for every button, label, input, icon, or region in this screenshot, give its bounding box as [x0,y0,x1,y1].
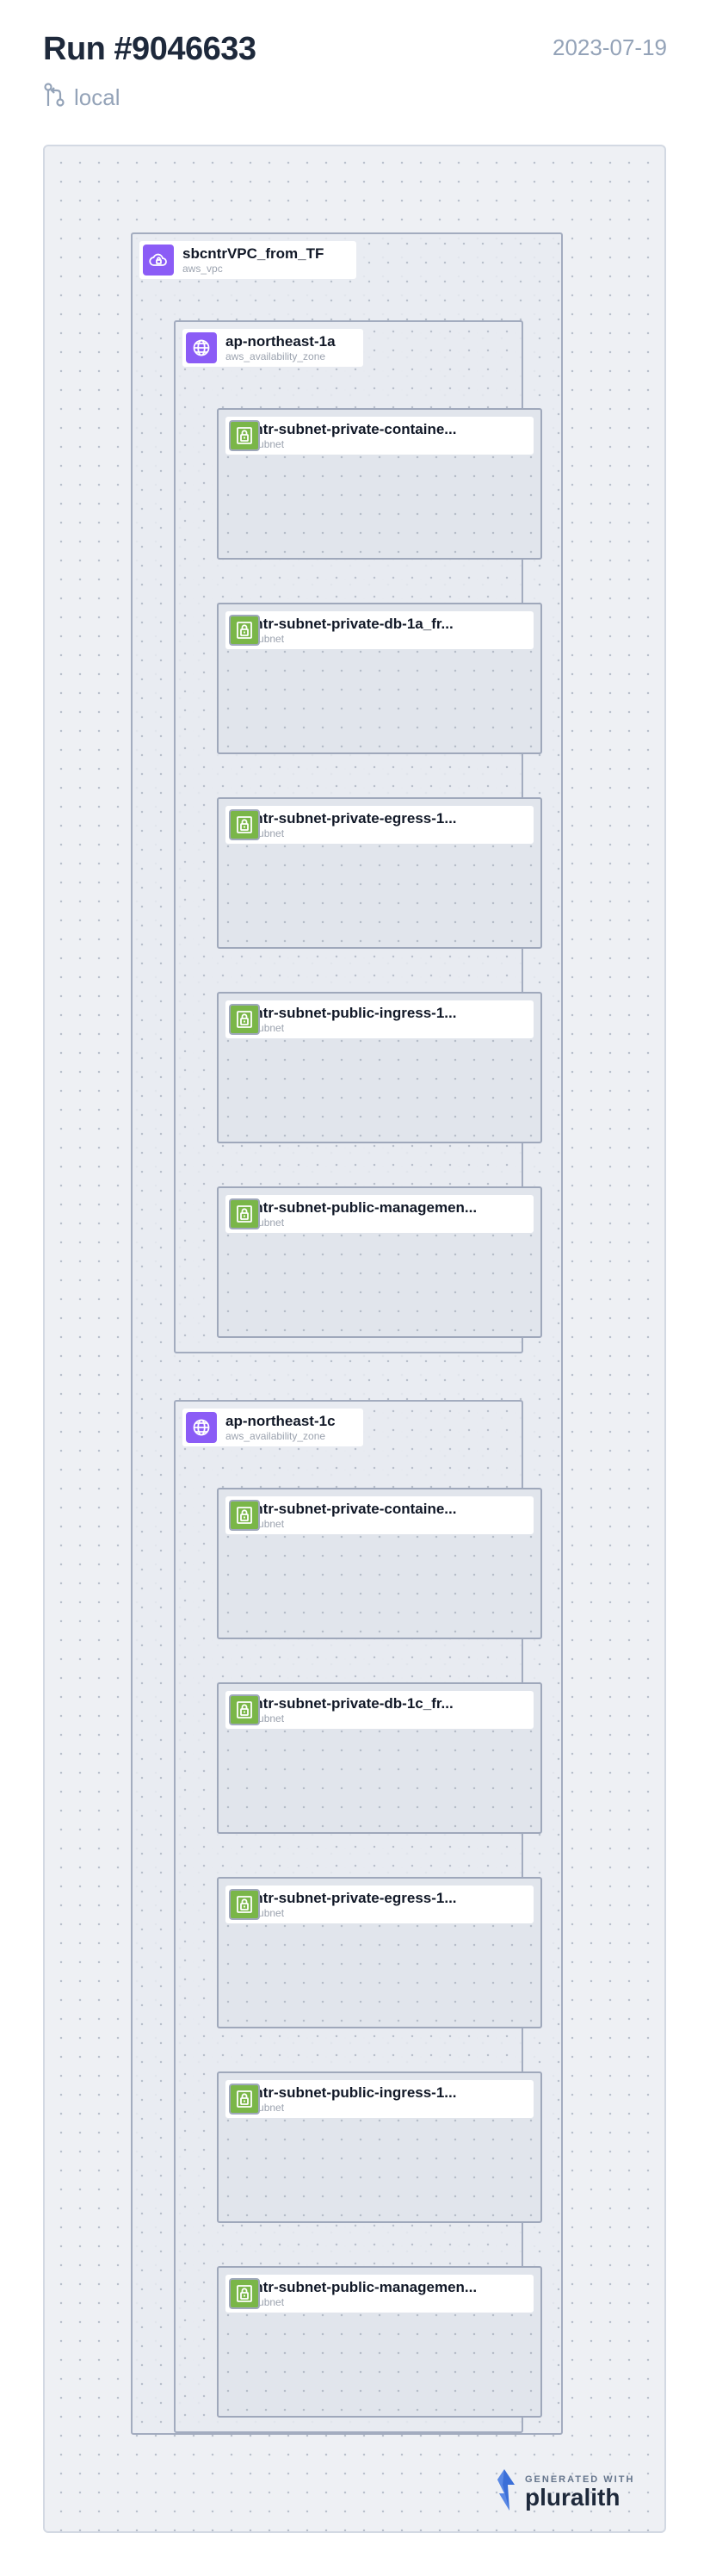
zone-type: aws_availability_zone [225,1430,326,1442]
run-date: 2023-07-19 [553,34,667,60]
subnet-label[interactable]: sbcntr-subnet-public-ingress-1...aws_sub… [225,1000,534,1038]
subnet-group[interactable]: sbcntr-subnet-public-ingress-1...aws_sub… [217,992,542,1143]
lock-icon [229,809,260,840]
subnet-label[interactable]: sbcntr-subnet-private-containe...aws_sub… [225,417,534,455]
subnet-type: aws_subnet [229,827,457,839]
subnet-type: aws_subnet [229,2102,456,2114]
subnet-type: aws_subnet [229,2296,477,2308]
diagram-canvas[interactable]: sbcntrVPC_from_TF aws_vpc ap-northeast-1… [43,145,666,2533]
lock-icon [229,1889,260,1920]
subnet-label[interactable]: sbcntr-subnet-private-db-1a_fr...aws_sub… [225,611,534,649]
git-branch-icon [43,83,65,113]
subnet-group[interactable]: sbcntr-subnet-private-db-1c_fr...aws_sub… [217,1682,542,1834]
zone-name: ap-northeast-1c [225,1413,336,1429]
subnet-group[interactable]: sbcntr-subnet-private-db-1a_fr...aws_sub… [217,603,542,754]
subnet-name: sbcntr-subnet-public-managemen... [229,2279,478,2295]
vpc-group[interactable]: sbcntrVPC_from_TF aws_vpc ap-northeast-1… [131,232,563,2435]
subnet-group[interactable]: sbcntr-subnet-private-egress-1...aws_sub… [217,1877,542,2028]
subnet-type: aws_subnet [229,1907,457,1919]
subnet-name: sbcntr-subnet-private-db-1a_fr... [229,616,454,632]
subnet-type: aws_subnet [229,1518,456,1530]
subnet-type: aws_subnet [229,633,454,645]
subnet-group[interactable]: sbcntr-subnet-private-containe...aws_sub… [217,1488,542,1639]
subnet-group[interactable]: sbcntr-subnet-private-egress-1...aws_sub… [217,797,542,949]
subnet-name: sbcntr-subnet-private-db-1c_fr... [229,1695,454,1712]
subnet-label[interactable]: sbcntr-subnet-private-egress-1...aws_sub… [225,806,534,844]
subnet-type: aws_subnet [229,438,456,450]
subnet-name: sbcntr-subnet-private-egress-1... [229,1890,457,1906]
subnet-name: sbcntr-subnet-public-ingress-1... [229,1005,457,1021]
vpc-name: sbcntrVPC_from_TF [182,245,324,262]
subnet-label[interactable]: sbcntr-subnet-private-egress-1...aws_sub… [225,1886,534,1923]
globe-icon [186,332,217,363]
globe-icon [186,1412,217,1443]
page-title: Run #9046633 [43,31,256,67]
lock-icon [229,2084,260,2115]
subnet-label[interactable]: sbcntr-subnet-private-containe...aws_sub… [225,1496,534,1534]
subnet-label[interactable]: sbcntr-subnet-public-managemen...aws_sub… [225,1195,534,1233]
pluralith-branding: GENERATED WITH pluralith [492,2468,634,2517]
lock-icon [229,1004,260,1035]
subnet-type: aws_subnet [229,1217,477,1229]
brand-name: pluralith [525,2483,620,2511]
subnet-group[interactable]: sbcntr-subnet-public-ingress-1...aws_sub… [217,2071,542,2223]
branch-indicator: local [43,83,120,113]
subnet-label[interactable]: sbcntr-subnet-private-db-1c_fr...aws_sub… [225,1691,534,1729]
subnet-label[interactable]: sbcntr-subnet-public-managemen...aws_sub… [225,2275,534,2313]
subnet-label[interactable]: sbcntr-subnet-public-ingress-1...aws_sub… [225,2080,534,2118]
subnet-type: aws_subnet [229,1712,454,1725]
lock-icon [229,1500,260,1531]
lock-icon [229,420,260,451]
branch-name: local [74,84,120,110]
subnet-name: sbcntr-subnet-private-containe... [229,1501,457,1517]
subnet-group[interactable]: sbcntr-subnet-public-managemen...aws_sub… [217,1186,542,1338]
subnet-name: sbcntr-subnet-private-containe... [229,421,457,437]
subnet-group[interactable]: sbcntr-subnet-private-containe...aws_sub… [217,408,542,560]
zone-name: ap-northeast-1a [225,333,336,350]
subnet-name: sbcntr-subnet-private-egress-1... [229,810,457,827]
pluralith-logo-icon [492,2468,516,2517]
lock-icon [229,1694,260,1725]
vpc-label[interactable]: sbcntrVPC_from_TF aws_vpc [139,241,356,279]
subnet-name: sbcntr-subnet-public-managemen... [229,1199,478,1216]
zone-type: aws_availability_zone [225,350,326,362]
lock-icon [229,615,260,646]
subnet-type: aws_subnet [229,1022,456,1034]
vpc-type: aws_vpc [182,263,223,275]
lock-icon [229,1198,260,1229]
subnet-group[interactable]: sbcntr-subnet-public-managemen...aws_sub… [217,2266,542,2418]
lock-icon [229,2278,260,2309]
generated-with-text: GENERATED WITH [525,2474,635,2485]
subnet-name: sbcntr-subnet-public-ingress-1... [229,2084,457,2101]
vpc-cloud-icon [143,245,174,276]
